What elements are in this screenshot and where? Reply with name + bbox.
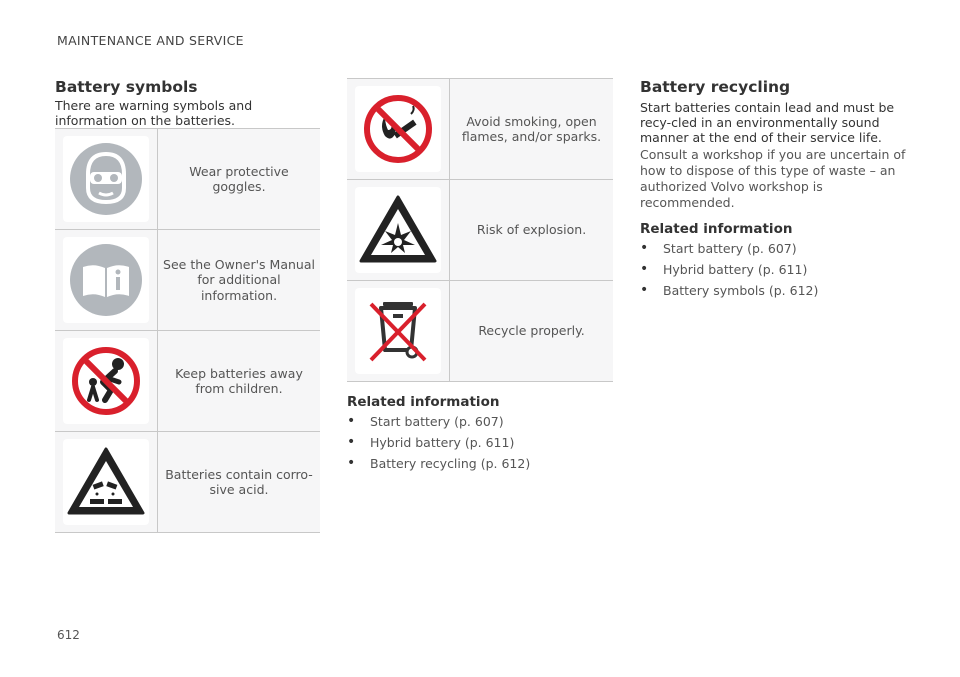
goggles-icon — [63, 136, 149, 222]
table-row: Avoid smoking, open flames, and/or spark… — [347, 78, 613, 180]
table-row: See the Owner's Manual for additional in… — [55, 229, 320, 331]
list-item[interactable]: Start battery (p. 607) — [347, 414, 613, 429]
table-row: Wear protective goggles. — [55, 128, 320, 230]
page-number: 612 — [57, 628, 80, 642]
symbols-table-right: Avoid smoking, open flames, and/or spark… — [347, 78, 613, 382]
table-row: Batteries contain corro-sive acid. — [55, 431, 320, 533]
symbol-description: Wear protective goggles. — [157, 128, 320, 230]
related-links-list: Start battery (p. 607) Hybrid battery (p… — [640, 241, 910, 298]
related-information-title: Related information — [640, 221, 793, 237]
symbol-description: Avoid smoking, open flames, and/or spark… — [449, 78, 613, 180]
no-smoking-flames-icon — [355, 86, 441, 172]
corrosive-acid-icon — [63, 439, 149, 525]
related-link[interactable]: Hybrid battery (p. 611) — [663, 262, 808, 277]
battery-recycling-intro: Start batteries contain lead and must be… — [640, 100, 895, 145]
symbol-description: Batteries contain corro-sive acid. — [157, 431, 320, 533]
list-item[interactable]: Start battery (p. 607) — [640, 241, 910, 256]
battery-recycling-title: Battery recycling — [640, 78, 791, 96]
symbol-description: Risk of explosion. — [449, 179, 613, 281]
related-links-list: Start battery (p. 607) Hybrid battery (p… — [347, 414, 613, 471]
symbol-description: See the Owner's Manual for additional in… — [157, 229, 320, 331]
table-row: Recycle properly. — [347, 280, 613, 382]
symbol-description: Keep batteries away from children. — [157, 330, 320, 432]
symbols-continued-section: Avoid smoking, open flames, and/or spark… — [347, 78, 613, 477]
explosion-risk-icon — [355, 187, 441, 273]
list-item[interactable]: Battery recycling (p. 612) — [347, 456, 613, 471]
related-link[interactable]: Battery recycling (p. 612) — [370, 456, 531, 471]
recycle-bin-icon — [355, 288, 441, 374]
owners-manual-icon — [63, 237, 149, 323]
related-link[interactable]: Battery symbols (p. 612) — [663, 283, 819, 298]
battery-symbols-intro: There are warning symbols and informatio… — [55, 98, 253, 128]
related-information-section: Related information Start battery (p. 60… — [347, 394, 613, 471]
list-item[interactable]: Hybrid battery (p. 611) — [640, 262, 910, 277]
related-information-title: Related information — [347, 394, 500, 410]
related-link[interactable]: Start battery (p. 607) — [370, 414, 504, 429]
battery-recycling-section: Battery recycling Start batteries contai… — [640, 78, 910, 304]
keep-away-children-icon — [63, 338, 149, 424]
list-item[interactable]: Battery symbols (p. 612) — [640, 283, 910, 298]
symbols-table-left: Wear protective goggles. See the Owner's… — [55, 128, 320, 533]
table-row: Risk of explosion. — [347, 179, 613, 281]
related-link[interactable]: Hybrid battery (p. 611) — [370, 435, 515, 450]
related-information-section: Related information Start battery (p. 60… — [640, 221, 910, 298]
battery-symbols-section: Battery symbols There are warning symbol… — [55, 78, 320, 533]
battery-symbols-title: Battery symbols — [55, 78, 198, 96]
related-link[interactable]: Start battery (p. 607) — [663, 241, 797, 256]
symbol-description: Recycle properly. — [449, 280, 613, 382]
list-item[interactable]: Hybrid battery (p. 611) — [347, 435, 613, 450]
table-row: Keep batteries away from children. — [55, 330, 320, 432]
battery-recycling-body: Consult a workshop if you are uncertain … — [640, 147, 906, 210]
page-header: MAINTENANCE AND SERVICE — [57, 33, 244, 48]
